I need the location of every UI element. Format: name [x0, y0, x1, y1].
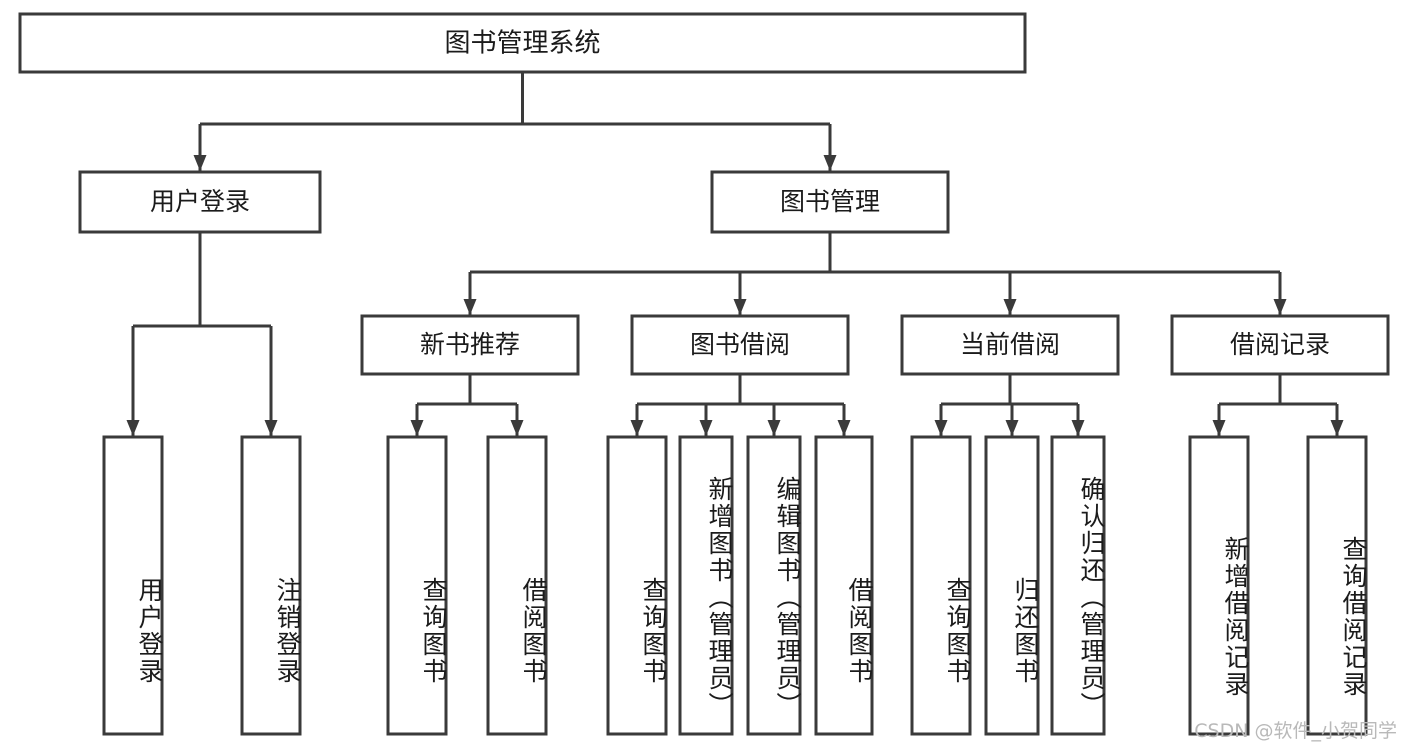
- node-label-new-book-rec: 新书推荐: [420, 330, 520, 359]
- boxes-layer: [18, 12, 1390, 736]
- node-box-leaf-return-book[interactable]: [984, 435, 1040, 736]
- node-box-leaf-edit-book[interactable]: [746, 435, 802, 736]
- node-box-leaf-borrow-book-1[interactable]: [486, 435, 548, 736]
- node-box-book-manage[interactable]: [710, 170, 950, 234]
- arrow-head-icon: [1071, 420, 1085, 436]
- node-box-leaf-query-record[interactable]: [1306, 435, 1368, 736]
- arrow-head-icon: [126, 420, 140, 436]
- node-box-leaf-user-login[interactable]: [102, 435, 164, 736]
- arrow-head-icon: [410, 420, 424, 436]
- node-box-borrow-record[interactable]: [1170, 314, 1390, 376]
- arrow-head-icon: [630, 420, 644, 436]
- node-label-borrow-record: 借阅记录: [1230, 330, 1330, 359]
- arrow-head-icon: [733, 299, 747, 315]
- arrow-head-icon: [1212, 420, 1226, 436]
- arrow-head-icon: [767, 420, 781, 436]
- arrow-head-icon: [823, 155, 837, 171]
- connectors-layer: [126, 72, 1344, 436]
- node-label-book-borrow: 图书借阅: [690, 330, 790, 359]
- arrow-head-icon: [193, 155, 207, 171]
- arrow-head-icon: [1330, 420, 1344, 436]
- node-label-book-manage: 图书管理: [780, 187, 880, 216]
- arrow-head-icon: [699, 420, 713, 436]
- node-box-leaf-query-book-1[interactable]: [386, 435, 448, 736]
- node-box-current-borrow[interactable]: [900, 314, 1120, 376]
- arrow-head-icon: [1003, 299, 1017, 315]
- node-label-current-borrow: 当前借阅: [960, 330, 1060, 359]
- arrow-head-icon: [837, 420, 851, 436]
- arrow-head-icon: [463, 299, 477, 315]
- arrow-head-icon: [1273, 299, 1287, 315]
- node-box-leaf-confirm-return[interactable]: [1050, 435, 1106, 736]
- watermark-text: CSDN @软件_小贺同学: [1194, 720, 1397, 742]
- node-box-user-login[interactable]: [78, 170, 322, 234]
- node-box-leaf-add-book[interactable]: [678, 435, 734, 736]
- node-box-leaf-query-book-3[interactable]: [910, 435, 972, 736]
- node-label-user-login: 用户登录: [150, 187, 250, 216]
- node-box-leaf-borrow-book-2[interactable]: [814, 435, 874, 736]
- node-box-book-borrow[interactable]: [630, 314, 850, 376]
- node-box-new-book-rec[interactable]: [360, 314, 580, 376]
- arrow-head-icon: [1005, 420, 1019, 436]
- arrow-head-icon: [264, 420, 278, 436]
- node-box-leaf-user-logout[interactable]: [240, 435, 302, 736]
- arrow-head-icon: [510, 420, 524, 436]
- node-box-leaf-add-record[interactable]: [1188, 435, 1250, 736]
- arrow-head-icon: [934, 420, 948, 436]
- node-label-root: 图书管理系统: [444, 29, 600, 59]
- node-box-root[interactable]: [18, 12, 1027, 74]
- node-box-leaf-query-book-2[interactable]: [606, 435, 668, 736]
